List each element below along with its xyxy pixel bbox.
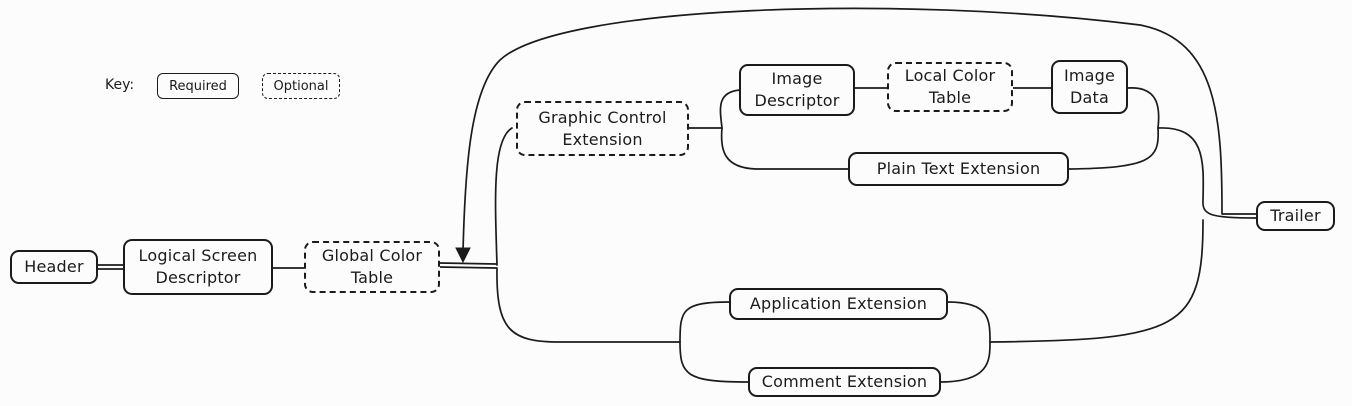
trailer-node: Trailer bbox=[1256, 201, 1335, 231]
global-color-table-node: Global Color Table bbox=[304, 241, 440, 293]
edge-extmerge-trailer bbox=[989, 219, 1204, 343]
edge-gce-imgdesc bbox=[719, 89, 741, 129]
comment-extension-node: Comment Extension bbox=[748, 367, 941, 397]
graphic-control-extension-node: Graphic Control Extension bbox=[516, 101, 689, 156]
edge-junction-gce bbox=[494, 127, 513, 266]
local-color-table-node: Local Color Table bbox=[887, 62, 1013, 112]
key-required-box: Required bbox=[157, 73, 239, 99]
application-extension-node: Application Extension bbox=[729, 288, 948, 320]
edge-gct-junction bbox=[439, 262, 497, 269]
edge-plaintext-merge bbox=[1067, 127, 1160, 170]
edge-app-merge bbox=[947, 301, 991, 343]
image-data-node: Image Data bbox=[1051, 60, 1128, 114]
edge-junction-ext bbox=[496, 267, 681, 343]
loopback-arrowhead bbox=[455, 247, 471, 264]
logical-screen-descriptor-node: Logical Screen Descriptor bbox=[123, 239, 273, 295]
edge-comment-merge bbox=[939, 341, 991, 383]
edge-ext-app bbox=[679, 301, 731, 343]
key-optional-box: Optional bbox=[262, 73, 340, 99]
edge-ext-comment bbox=[679, 341, 749, 383]
edge-header-lsd bbox=[97, 264, 125, 270]
edge-gce-plaintext bbox=[720, 127, 851, 170]
image-descriptor-node: Image Descriptor bbox=[739, 64, 855, 116]
edge-imgdata-merge bbox=[1127, 87, 1160, 129]
edge-merge-trailer bbox=[1157, 127, 1257, 219]
header-node: Header bbox=[10, 250, 98, 284]
plain-text-extension-node: Plain Text Extension bbox=[848, 152, 1069, 186]
key-label: Key: bbox=[105, 77, 135, 93]
